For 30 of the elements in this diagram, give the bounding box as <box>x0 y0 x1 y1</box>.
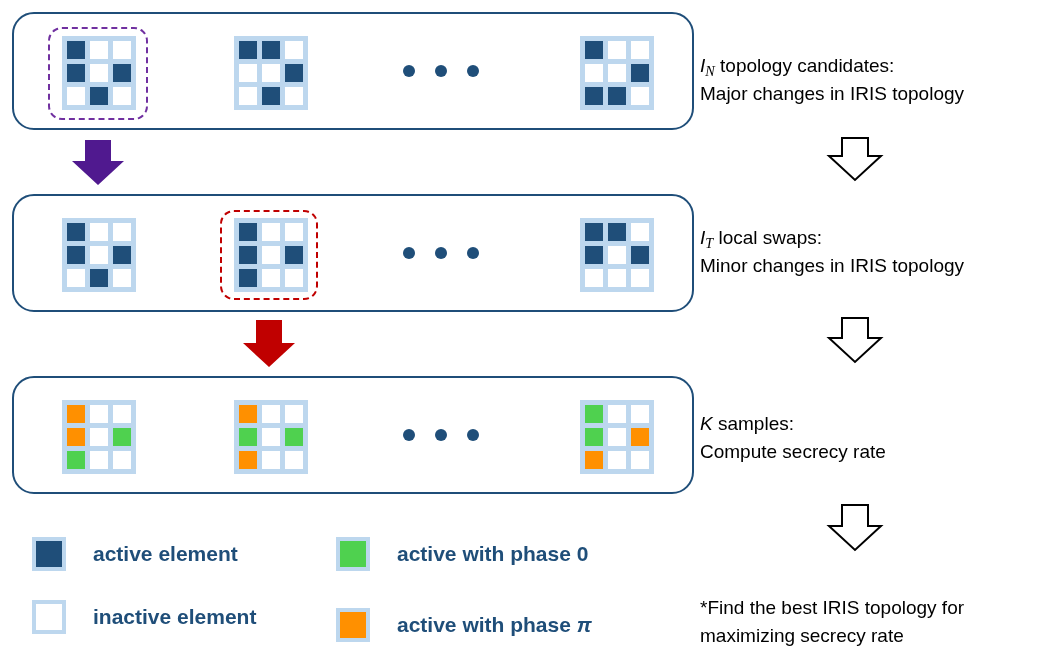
step-text: Compute secrecy rate <box>700 440 887 464</box>
block-arrow <box>243 320 295 367</box>
step-text: Major changes in IRIS topology <box>700 82 966 106</box>
element-grid <box>234 218 308 292</box>
element-grid <box>580 400 654 474</box>
stage-panel <box>12 376 694 494</box>
element-grid <box>580 36 654 110</box>
element-grid <box>62 218 136 292</box>
selection-box <box>48 27 148 120</box>
element-grid <box>62 400 136 474</box>
legend-label: active with phase 0 <box>397 541 589 567</box>
element-grid <box>234 36 308 110</box>
element-grid <box>580 218 654 292</box>
step-text: Minor changes in IRIS topology <box>700 254 966 278</box>
selection-box <box>220 210 318 300</box>
step-text: K samples: <box>700 412 795 436</box>
step-text: *Find the best IRIS topology for maximizing secrecy rate <box>700 596 966 648</box>
step-text: I$_{N}$ topology candidates: <box>700 54 896 80</box>
block-arrow <box>72 140 124 185</box>
block-arrow <box>826 504 884 552</box>
legend-label: inactive element <box>93 604 257 630</box>
block-arrow <box>826 317 884 364</box>
legend-label: active with phase π <box>397 612 592 638</box>
step-text: I$_{T}$ local swaps: <box>700 226 823 252</box>
stage-panel <box>12 12 694 130</box>
block-arrow <box>826 137 884 182</box>
stage-panel <box>12 194 694 312</box>
element-grid <box>234 400 308 474</box>
element-grid <box>62 36 136 110</box>
legend-label: active element <box>93 541 238 567</box>
